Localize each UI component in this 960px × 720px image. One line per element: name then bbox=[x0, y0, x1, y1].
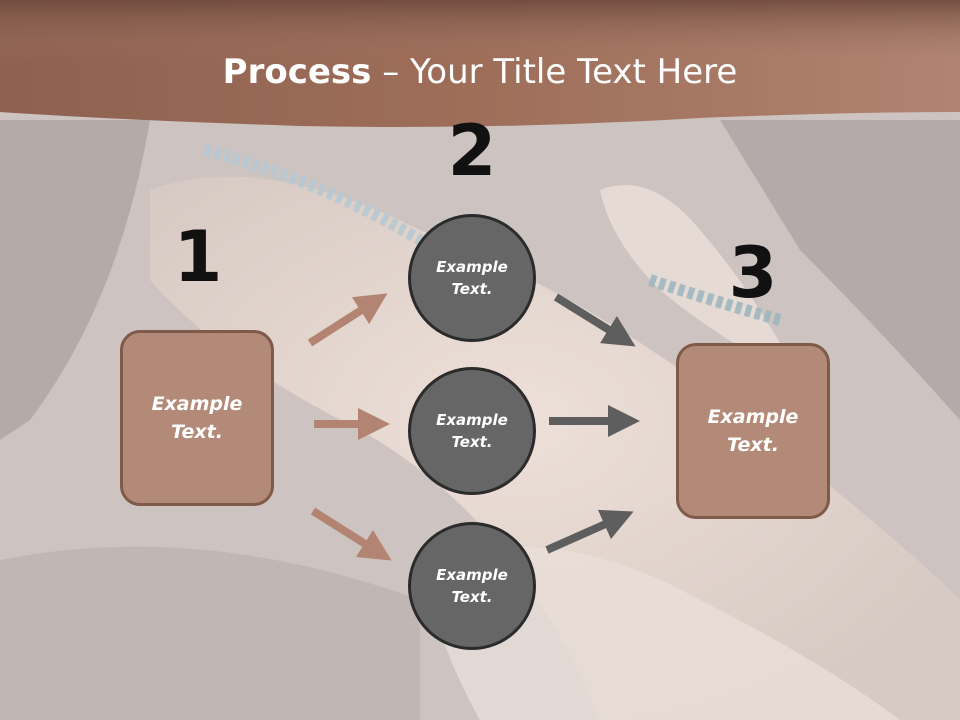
title-bold: Process bbox=[222, 52, 372, 92]
title-rest: Your Title Text Here bbox=[410, 52, 738, 92]
right-box: Example Text. bbox=[676, 343, 830, 519]
circle-top: Example Text. bbox=[408, 214, 536, 342]
circle-top-label: Example Text. bbox=[436, 257, 508, 299]
circle-middle-label: Example Text. bbox=[436, 410, 508, 452]
step-number-2: 2 bbox=[447, 110, 497, 192]
step-number-3: 3 bbox=[728, 232, 778, 314]
circle-bottom: Example Text. bbox=[408, 522, 536, 650]
circle-bottom-label: Example Text. bbox=[436, 565, 508, 607]
circle-middle: Example Text. bbox=[408, 367, 536, 495]
left-box-label: Example Text. bbox=[151, 392, 243, 444]
slide-title: Process – Your Title Text Here bbox=[0, 52, 960, 92]
right-box-label: Example Text. bbox=[707, 405, 799, 457]
title-separator: – bbox=[371, 52, 411, 92]
step-number-1: 1 bbox=[173, 216, 223, 298]
left-box: Example Text. bbox=[120, 330, 274, 506]
